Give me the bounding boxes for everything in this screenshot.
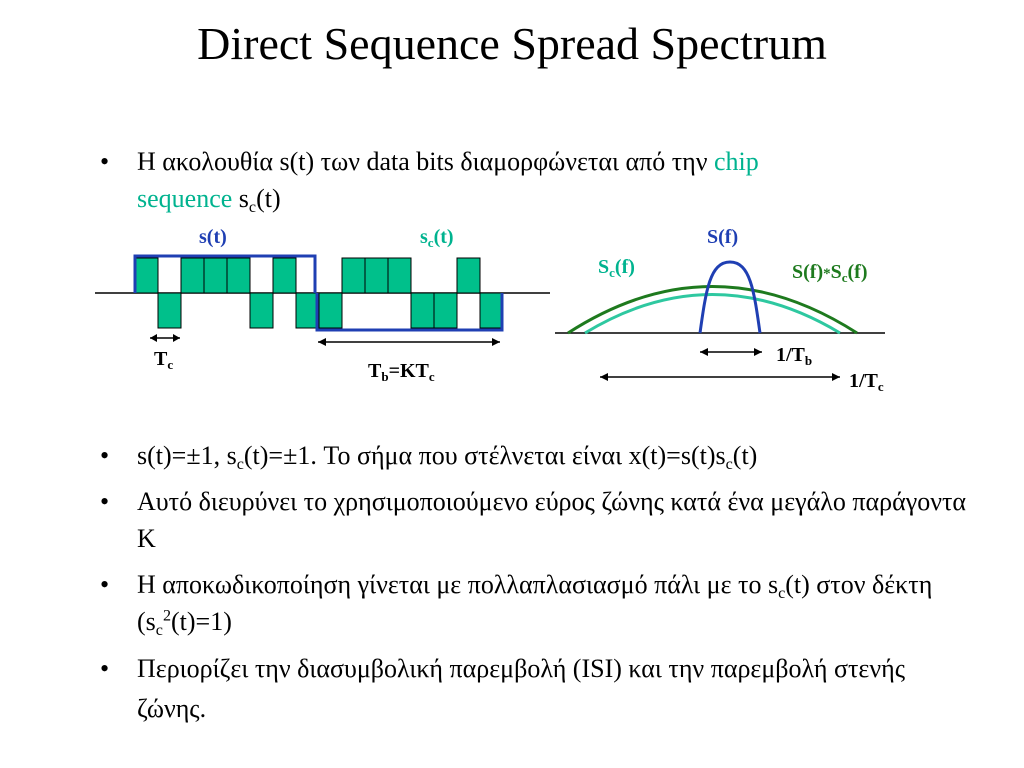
tc-arrowhead-right [173,334,180,342]
chip-pulse [249,292,274,329]
chip-pulse [433,292,458,329]
bullet-dot: • [100,570,110,599]
spectrum-diagram [555,260,885,381]
spread-spectrum-curve [567,285,858,335]
bullet-dot: • [100,441,110,470]
bullet-1-post2: (t) [256,184,281,213]
bullet-1: • Η ακολουθία s(t) των data bits διαμορφ… [100,143,980,217]
label-tb: Tb=KTc [368,360,435,384]
chip-pulse [318,292,343,329]
bullet-1-sequence: sequence [137,184,233,213]
bandwidth-tb-arrowhead-right [754,348,762,356]
label-1-over-tc: 1/Tc [849,370,884,394]
tb-arrowhead-right [492,338,500,346]
chip-pulse [203,257,228,294]
label-1-over-tb: 1/Tb [776,344,813,368]
chip-pulse [226,257,251,294]
label-spectrum-sc: Sc(f) [598,256,635,280]
bullet-dot: • [100,487,110,516]
bullet-1-chip: chip [714,147,759,176]
bit-2-outline [315,293,504,332]
chip-pulse [180,257,205,294]
tb-arrowhead-left [318,338,326,346]
chip-pulse [456,257,481,294]
slide-title: Direct Sequence Spread Spectrum [197,18,827,69]
bullet-1-sub: c [248,198,257,216]
chip-pulse [410,292,435,329]
bullet-5: • Περιορίζει την διασυμβολική παρεμβολή … [100,649,980,729]
label-spectrum-s: S(f) [707,226,739,248]
chip-waveform [95,254,550,346]
chip-pulse [387,257,412,294]
bandwidth-tc-arrowhead-right [832,373,840,381]
label-tc: Tc [154,348,174,372]
bandwidth-tc-arrowhead-left [600,373,608,381]
chip-pulse [341,257,366,294]
chip-pulse [364,257,389,294]
chip-spectrum-curve [584,293,841,335]
data-spectrum-curve [698,260,762,334]
chip-pulse [134,257,159,294]
bit-1-outline [133,254,317,293]
bullet-1-text: Η ακολουθία s(t) των data bits διαμορφών… [137,147,715,176]
bullet-dot: • [100,654,110,683]
bullet-1-post: s [232,184,249,213]
bullet-dot: • [100,147,110,176]
chip-pulse [157,292,182,329]
label-sc-t: sc(t) [420,226,454,250]
bullet-2: • s(t)=±1, sc(t)=±1. Το σήμα που στέλνετ… [100,437,980,474]
bullet-3: • Αυτό διευρύνει το χρησιμοποιούμενο εύρ… [100,483,980,557]
label-s-t: s(t) [199,226,227,248]
chip-pulse [479,292,504,329]
bullet-4: • Η αποκωδικοποίηση γίνεται με πολλαπλασ… [100,566,980,640]
chip-pulse [272,257,297,294]
tc-arrowhead-left [150,334,157,342]
label-spectrum-conv: S(f)*Sc(f) [792,261,868,285]
bandwidth-tb-arrowhead-left [700,348,708,356]
